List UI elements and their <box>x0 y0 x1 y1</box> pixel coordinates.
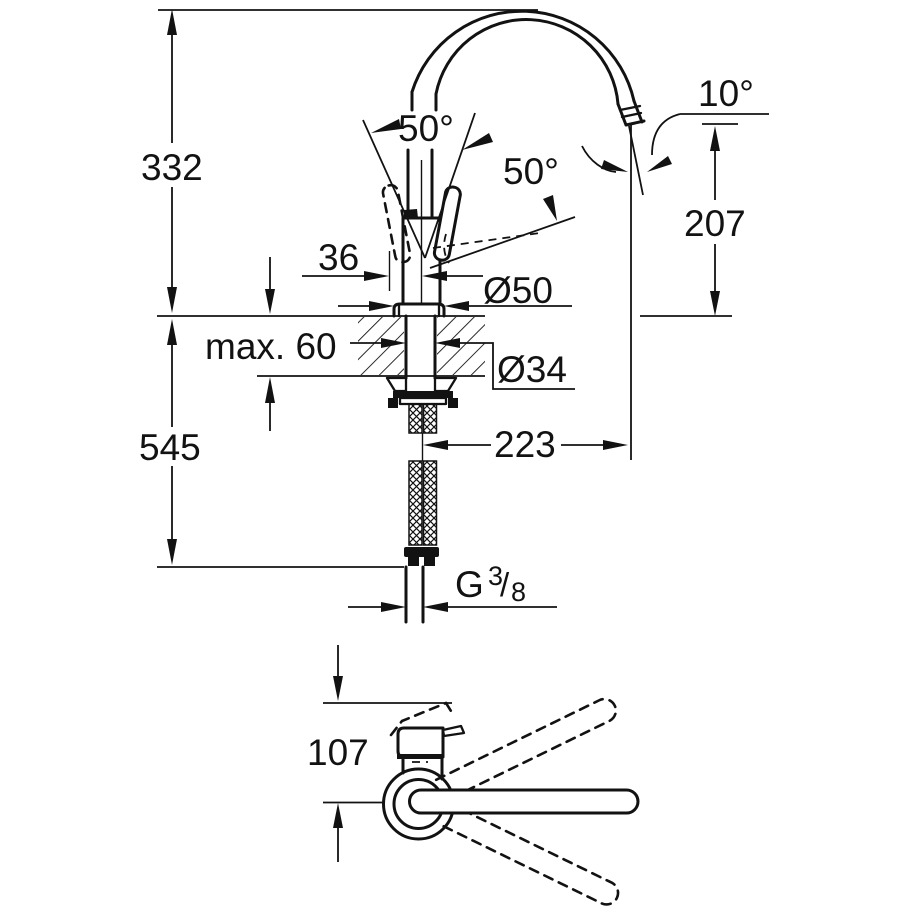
dimensions-front <box>157 9 738 612</box>
label-36: 36 <box>318 237 359 278</box>
spout-arm <box>408 788 640 815</box>
label-545: 545 <box>139 427 201 468</box>
label-diameter34: Ø34 <box>497 349 567 390</box>
spout-arc <box>410 9 636 112</box>
dim-diameter50 <box>338 301 572 311</box>
lever-handle-open <box>432 185 462 262</box>
outlet-angle-lines <box>581 113 769 460</box>
dim-thread-g38 <box>348 602 557 612</box>
supply-hoses <box>404 403 439 566</box>
faucet-neck <box>406 148 434 220</box>
front-view <box>157 9 769 624</box>
svg-text:/: / <box>500 566 510 603</box>
label-107: 107 <box>307 732 369 773</box>
label-lever-swing-50: 50° <box>398 108 454 149</box>
label-207: 207 <box>684 203 746 244</box>
mounting-shank <box>404 314 437 380</box>
thread-tailpipe <box>404 565 425 624</box>
lever-swing-angle-lines <box>362 112 493 259</box>
lever-pivot-cap <box>404 209 418 218</box>
label-332: 332 <box>141 147 203 188</box>
spout-swivel-dashed-up <box>434 697 618 802</box>
lever-handle-dashed <box>381 183 412 264</box>
spout-swivel-dashed-down <box>437 801 620 906</box>
label-thread-g38: G 3 / 8 <box>455 561 526 607</box>
dim-max60 <box>265 257 275 431</box>
label-max60: max. 60 <box>205 326 337 367</box>
spout-swing-angle-lines <box>429 195 576 269</box>
handle-plan-dashed <box>389 701 453 737</box>
dim-207 <box>640 123 738 317</box>
svg-text:G: G <box>455 564 484 605</box>
label-spout-swing-50: 50° <box>503 151 559 192</box>
label-outlet-angle-10: 10° <box>698 73 754 114</box>
label-diameter50: Ø50 <box>483 270 553 311</box>
dim-332 <box>167 9 177 313</box>
top-view <box>323 645 640 906</box>
dim-36 <box>302 251 483 291</box>
dim-223 <box>423 440 628 450</box>
handle-plan <box>389 701 466 781</box>
dim-diameter34 <box>350 338 575 390</box>
dim-545 <box>157 319 404 568</box>
svg-text:3: 3 <box>488 561 503 591</box>
label-223: 223 <box>494 424 556 465</box>
labels: 332 545 max. 60 36 Ø50 Ø34 223 207 50° 5… <box>139 73 754 773</box>
spout-nozzle <box>616 99 646 127</box>
dim-107 <box>323 645 452 862</box>
svg-text:8: 8 <box>511 577 526 607</box>
